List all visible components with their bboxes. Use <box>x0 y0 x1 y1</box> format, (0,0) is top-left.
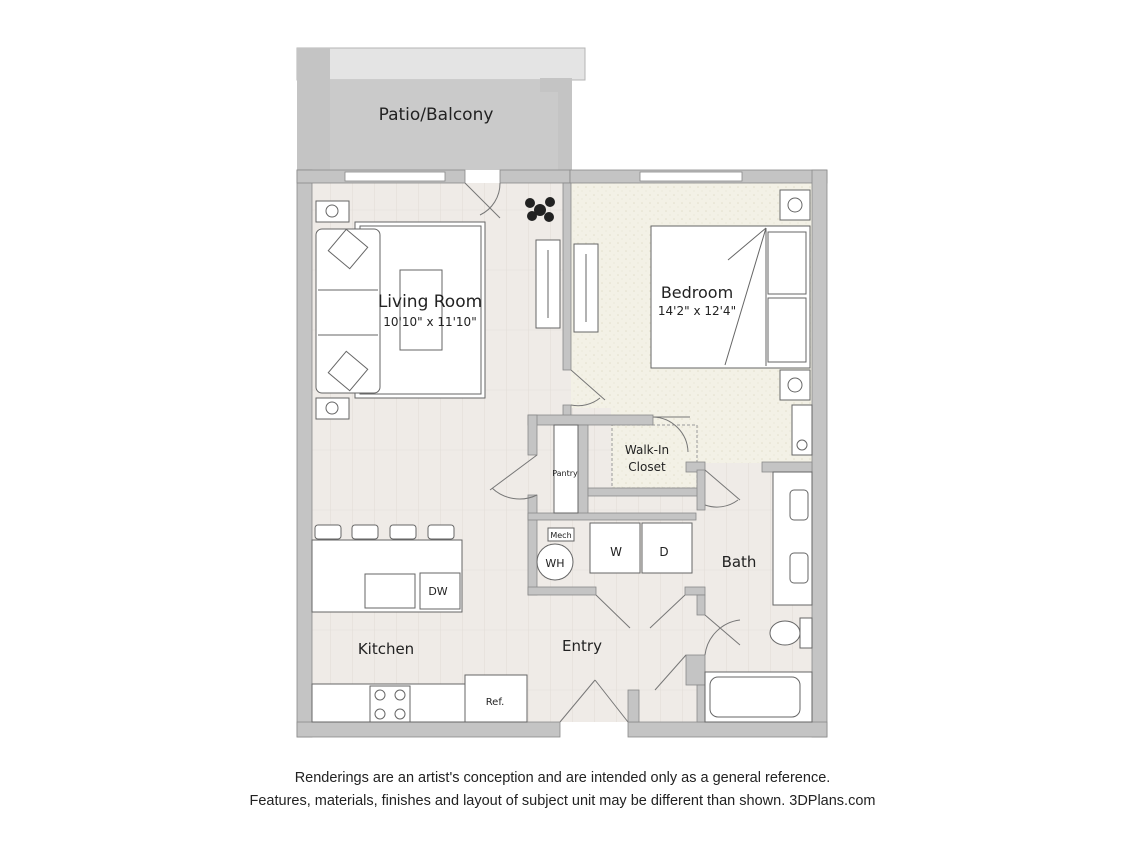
bed <box>650 189 813 456</box>
patio-balcony: Patio/Balcony <box>296 47 586 183</box>
bath-label: Bath <box>722 553 757 571</box>
living-furniture <box>315 200 599 420</box>
living-room-label: Living Room <box>378 292 482 312</box>
dryer-label: D <box>659 545 668 559</box>
doors <box>464 182 741 723</box>
pantry-label: Pantry <box>552 469 578 478</box>
bedroom-label: Bedroom <box>661 283 733 302</box>
windows <box>344 171 743 182</box>
closet-label-1: Walk-In <box>625 443 669 457</box>
water-heater-label: WH <box>545 557 564 570</box>
disclaimer-line-1: Renderings are an artist's conception an… <box>294 770 831 786</box>
refrigerator-label: Ref. <box>486 697 505 708</box>
bedroom-size: 14'2" x 12'4" <box>658 304 736 318</box>
closet-label-2: Closet <box>628 460 666 474</box>
bath-fixtures <box>704 471 813 723</box>
washer-label: W <box>610 545 622 559</box>
kitchen-fixtures <box>311 524 528 723</box>
dishwasher-label: DW <box>428 585 447 598</box>
patio-label: Patio/Balcony <box>379 105 494 125</box>
plant-icon <box>525 197 555 222</box>
utility-fixtures <box>536 424 693 581</box>
interior-walls <box>527 182 813 723</box>
living-room-size: 10'10" x 11'10" <box>383 315 476 329</box>
entry-label: Entry <box>562 637 602 655</box>
disclaimer-line-2: Features, materials, finishes and layout… <box>249 793 876 809</box>
mech-label: Mech <box>550 531 571 540</box>
kitchen-label: Kitchen <box>358 640 414 658</box>
